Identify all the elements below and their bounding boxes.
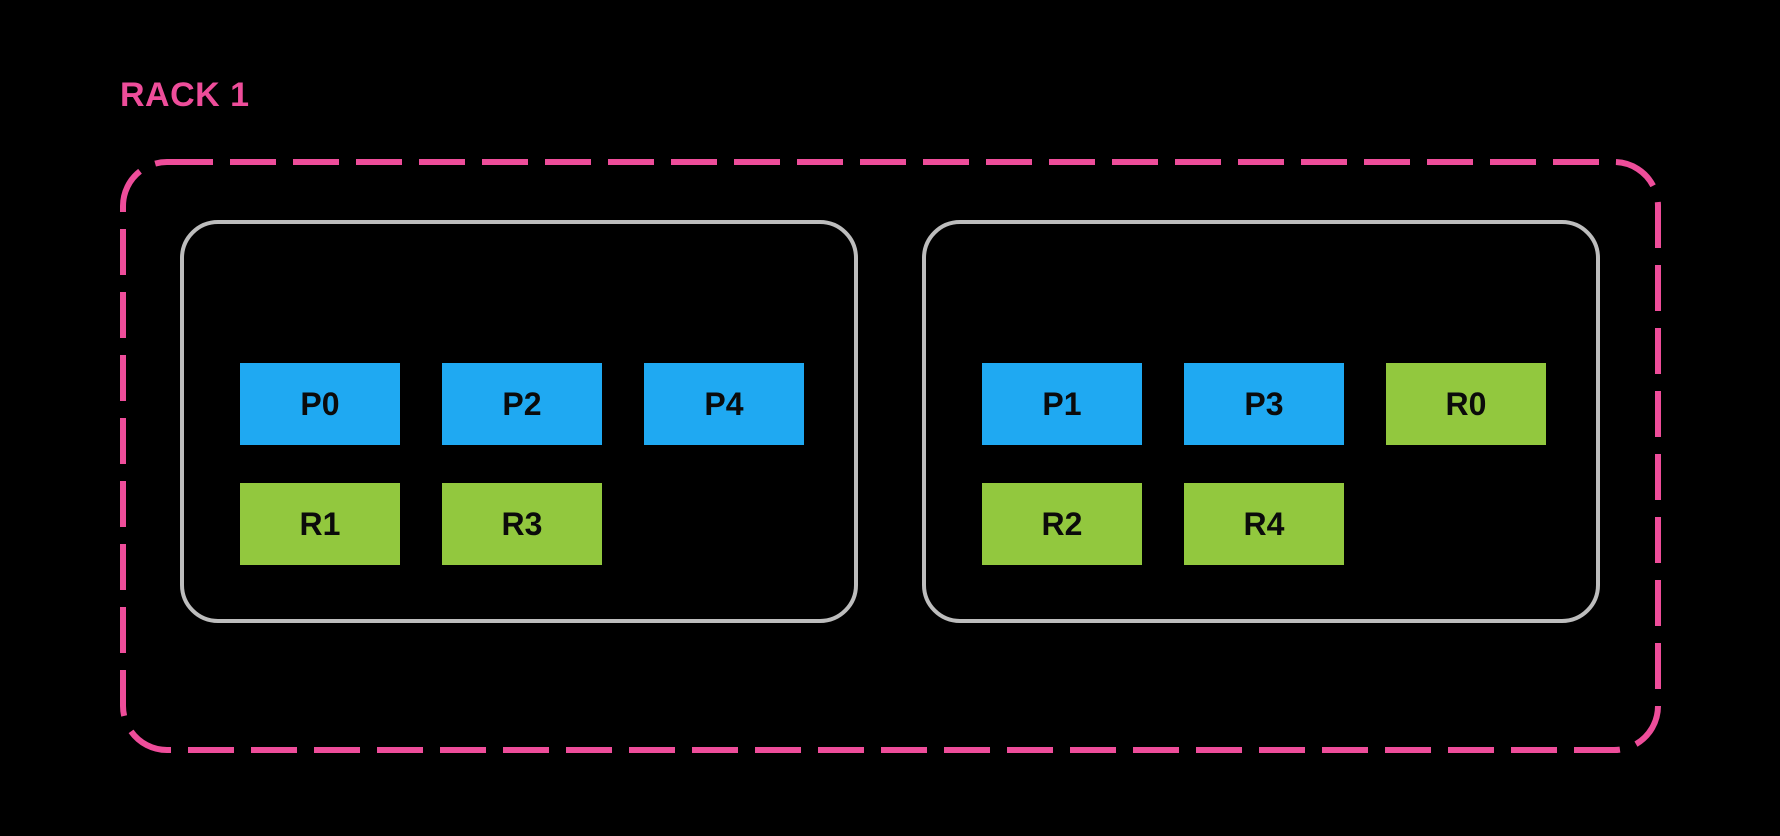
host-1-top-row: P0 P2 P4	[240, 363, 854, 445]
node-p4: P4	[644, 363, 804, 445]
rack-title: RACK 1	[120, 76, 250, 114]
host-1-bottom-row: R1 R3	[240, 483, 854, 565]
host-2-top-row: P1 P3 R0	[982, 363, 1596, 445]
node-r2: R2	[982, 483, 1142, 565]
node-r1: R1	[240, 483, 400, 565]
node-p2: P2	[442, 363, 602, 445]
host-2-bottom-row: R2 R4	[982, 483, 1596, 565]
rack-boundary-rect	[120, 159, 1661, 753]
node-r4: R4	[1184, 483, 1344, 565]
rack-boundary-dashed-outline	[120, 159, 1661, 753]
node-r0: R0	[1386, 363, 1546, 445]
host-box-2: P1 P3 R0 R2 R4	[922, 220, 1600, 623]
node-p3: P3	[1184, 363, 1344, 445]
node-r3: R3	[442, 483, 602, 565]
node-p1: P1	[982, 363, 1142, 445]
host-box-1: P0 P2 P4 R1 R3	[180, 220, 858, 623]
node-p0: P0	[240, 363, 400, 445]
